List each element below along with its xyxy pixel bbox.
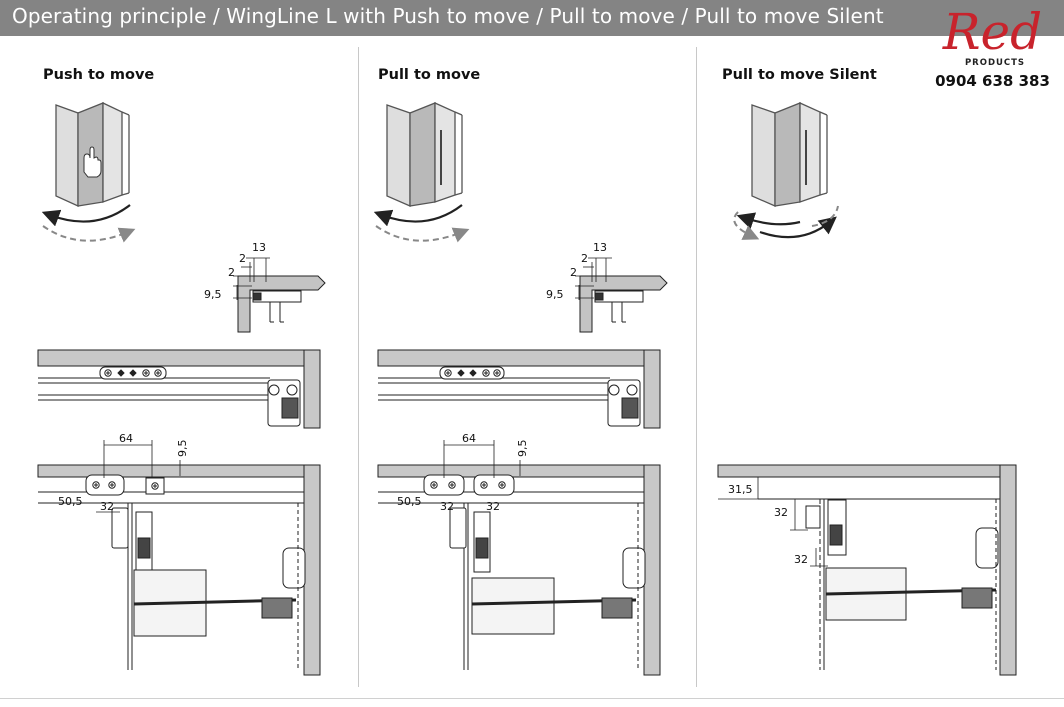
hinge-plan-silent bbox=[717, 464, 1017, 676]
dim-32: 32 bbox=[774, 506, 788, 519]
dim-31-5: 31,5 bbox=[728, 483, 753, 496]
swing-arrow-dashed bbox=[811, 205, 839, 227]
swing-arrow-solid bbox=[759, 216, 837, 239]
column-separator bbox=[696, 47, 697, 687]
dim-32: 32 bbox=[440, 500, 454, 513]
dim-2: 2 bbox=[228, 266, 235, 279]
dim-13: 13 bbox=[593, 241, 607, 254]
swing-arrow-dashed bbox=[42, 225, 136, 243]
dim-lines-push bbox=[80, 440, 181, 513]
dim-lines-pull bbox=[420, 440, 521, 504]
dim-lines-silent bbox=[718, 477, 828, 567]
dim-2: 2 bbox=[581, 252, 588, 265]
dim-50-5: 50,5 bbox=[58, 495, 83, 508]
bottom-border bbox=[0, 698, 1064, 699]
dim-9-5: 9,5 bbox=[176, 440, 189, 458]
dim-32: 32 bbox=[486, 500, 500, 513]
swing-arrow-dashed bbox=[733, 211, 760, 240]
hand-push-icon bbox=[83, 146, 102, 178]
top-rail-plan-push bbox=[37, 349, 321, 429]
swing-arrow-solid bbox=[373, 204, 463, 227]
dim-50-5: 50,5 bbox=[397, 495, 422, 508]
column-separator bbox=[358, 47, 359, 687]
dim-9-5: 9,5 bbox=[204, 288, 222, 301]
dim-9-5: 9,5 bbox=[546, 288, 564, 301]
logo-phone: 0904 638 383 bbox=[935, 72, 1050, 90]
dim-13: 13 bbox=[252, 241, 266, 254]
swing-arrow-solid bbox=[41, 204, 131, 227]
logo-wordmark: Red bbox=[942, 3, 1043, 61]
brand-logo: Red PRODUCTS 0904 638 383 bbox=[930, 3, 1055, 96]
banner-title: Operating principle / WingLine L with Pu… bbox=[12, 4, 884, 28]
section-detail-push bbox=[233, 257, 326, 333]
folding-door-push-icon bbox=[55, 101, 130, 208]
swing-arrow-solid bbox=[736, 212, 801, 230]
hinge-plan-pull bbox=[377, 464, 661, 676]
dim-32: 32 bbox=[100, 500, 114, 513]
dim-9-5: 9,5 bbox=[516, 440, 529, 458]
dim-64: 64 bbox=[462, 432, 476, 445]
folding-door-pull-icon bbox=[386, 101, 463, 207]
section-detail-pull bbox=[575, 257, 668, 333]
title-banner: Operating principle / WingLine L with Pu… bbox=[0, 0, 1064, 36]
folding-door-silent-icon bbox=[751, 101, 828, 207]
column-title-push: Push to move bbox=[43, 67, 155, 83]
logo-subtitle: PRODUCTS bbox=[964, 58, 1026, 68]
dim-32: 32 bbox=[794, 553, 808, 566]
swing-arrow-dashed bbox=[375, 225, 470, 243]
top-rail-plan-pull bbox=[377, 349, 661, 429]
dim-2: 2 bbox=[239, 252, 246, 265]
column-title-pull-silent: Pull to move Silent bbox=[722, 67, 877, 83]
dim-2: 2 bbox=[570, 266, 577, 279]
column-title-pull: Pull to move bbox=[378, 67, 481, 83]
dim-64: 64 bbox=[119, 432, 133, 445]
